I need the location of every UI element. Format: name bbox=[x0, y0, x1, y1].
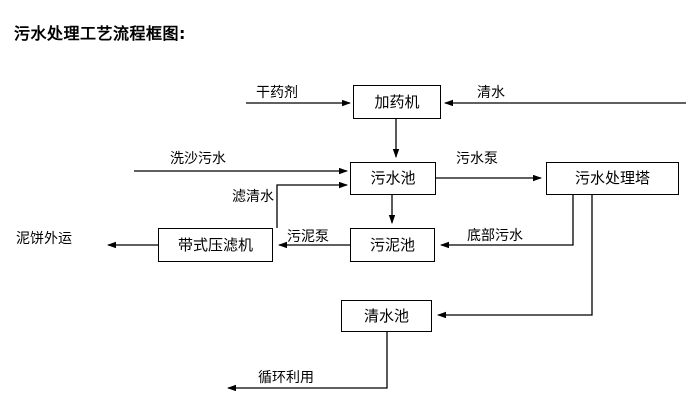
node-clear-water-pool[interactable]: 清水池 bbox=[341, 300, 432, 332]
edge-label-bottom-wastewater: 底部污水 bbox=[467, 228, 523, 244]
node-label: 清水池 bbox=[363, 306, 409, 325]
edge-label-filtered-clear-water: 滤清水 bbox=[232, 189, 274, 205]
node-label: 带式压滤机 bbox=[177, 235, 253, 254]
terminal-label-clean-water-in: 清水 bbox=[477, 85, 505, 101]
node-sludge-pool[interactable]: 污泥池 bbox=[350, 228, 435, 262]
terminal-label-mud-cake-out: 泥饼外运 bbox=[16, 231, 72, 247]
terminal-label-dry-chemical: 干药剂 bbox=[256, 85, 298, 101]
node-label: 污水池 bbox=[370, 169, 416, 187]
terminal-label-sand-wash-water: 洗沙污水 bbox=[170, 151, 226, 167]
edge-label-recycle-reuse: 循环利用 bbox=[258, 370, 314, 386]
edge-label-wastewater-pump: 污水泵 bbox=[456, 151, 498, 167]
node-label: 污水处理塔 bbox=[574, 169, 650, 187]
node-label: 加药机 bbox=[374, 92, 420, 111]
node-label: 污泥池 bbox=[369, 235, 415, 254]
node-wastewater-pool[interactable]: 污水池 bbox=[350, 162, 436, 195]
page-title: 污水处理工艺流程框图: bbox=[14, 24, 186, 43]
wire-filtered-water-to-wastewater-pool bbox=[276, 181, 348, 228]
node-belt-filter-press[interactable]: 带式压滤机 bbox=[158, 228, 273, 262]
wire-tower-to-clear-water-pool bbox=[437, 195, 593, 319]
edge-label-sludge-pump: 污泥泵 bbox=[287, 229, 329, 245]
node-treatment-tower[interactable]: 污水处理塔 bbox=[546, 162, 679, 195]
node-dosing-machine[interactable]: 加药机 bbox=[353, 85, 441, 119]
